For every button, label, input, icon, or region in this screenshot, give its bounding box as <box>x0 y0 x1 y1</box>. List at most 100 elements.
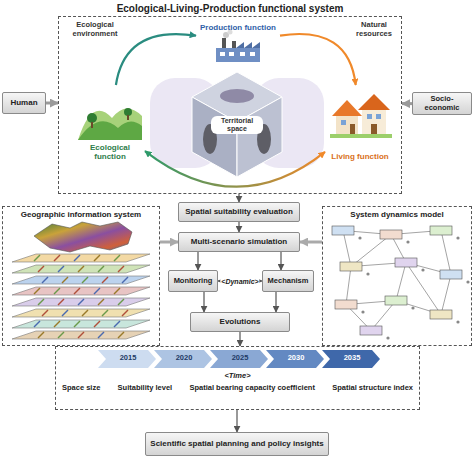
map-layer <box>12 265 150 273</box>
map-layer-stripe <box>54 255 60 261</box>
map-layer-stripe <box>74 321 80 327</box>
map-layer-stripe <box>34 288 40 294</box>
connector-arrow <box>116 34 196 85</box>
input-box: Socio-economic <box>412 92 472 115</box>
sd-stock <box>332 226 354 235</box>
map-layer-stripe <box>38 266 44 272</box>
function-icon: Production function <box>196 20 280 64</box>
map-layer-stripe <box>114 288 120 294</box>
map-layer-stripe <box>118 332 124 338</box>
process-box: Evolutions <box>190 312 290 332</box>
connector-arrow <box>145 151 325 187</box>
map-layer <box>12 298 150 306</box>
node-label: Territorial space <box>211 116 263 134</box>
timeline-chevron <box>154 350 212 368</box>
map-layer-stripe <box>118 266 124 272</box>
connector-arrow <box>280 34 356 85</box>
time-axis-label: <Time> <box>224 372 250 381</box>
function-icon: Living function <box>325 85 395 163</box>
sd-variable <box>466 280 469 283</box>
map-layer-stripe <box>78 332 84 338</box>
year-label: 2030 <box>274 354 318 363</box>
sd-link <box>441 275 451 315</box>
sd-variable <box>366 272 369 275</box>
connector-arrow <box>46 102 58 105</box>
metric-row: Space sizeSuitability levelSpatial beari… <box>62 384 413 393</box>
sd-stock <box>380 230 402 239</box>
map-layer-stripe <box>58 299 64 305</box>
node-label: Human <box>10 98 37 107</box>
map-layer-stripe <box>114 255 120 261</box>
hills-icon <box>78 108 142 140</box>
connector-arrow <box>275 292 276 312</box>
map-layer-stripe <box>94 321 100 327</box>
sd-variable <box>358 236 361 239</box>
map-layer-stripe <box>38 299 44 305</box>
node-label: Mechanism <box>268 277 309 286</box>
sd-variable <box>406 240 409 243</box>
timeline-chevron <box>266 350 324 368</box>
map-layer-stripe <box>58 332 64 338</box>
node-label: Spatial suitability evaluation <box>185 207 293 216</box>
map-layer-stripe <box>114 321 120 327</box>
timeline-chevron <box>98 350 156 368</box>
map-layer-stripe <box>118 299 124 305</box>
map-layer-stripe <box>102 277 108 283</box>
map-layer-stripe <box>82 277 88 283</box>
process-box: Spatial suitability evaluation <box>178 202 300 222</box>
map-layer <box>12 331 150 339</box>
factory-icon <box>216 30 260 63</box>
sd-stock <box>440 270 462 279</box>
map-layer-stripe <box>94 255 100 261</box>
connector-arrow <box>239 332 240 346</box>
node-label: Ecological-Living-Production functional … <box>59 3 401 15</box>
sd-link <box>346 267 351 305</box>
sd-link <box>396 263 406 301</box>
system-frame: Ecological-Living-Production functional … <box>58 16 402 194</box>
sd-stock <box>430 226 452 235</box>
map-layer-stripe <box>82 310 88 316</box>
node-label: Ecological function <box>77 143 143 161</box>
map-layer <box>12 276 150 284</box>
map-layer-stripe <box>34 321 40 327</box>
houses-icon <box>330 94 392 138</box>
year-label: 2035 <box>330 354 374 363</box>
map-layer <box>12 287 150 295</box>
connector-arrow <box>197 252 198 270</box>
timeline-chevrons <box>98 350 380 368</box>
process-box: Monitoring <box>168 270 218 292</box>
indicator-label: Space size <box>62 384 100 393</box>
flow-label: Natural resources <box>348 21 400 38</box>
process-box: Mechanism <box>262 270 314 292</box>
connector-arrow <box>160 241 178 244</box>
year-label: 2025 <box>218 354 262 363</box>
sd-stock <box>395 258 417 267</box>
sd-link <box>406 263 441 315</box>
map-layer-stripe <box>54 321 60 327</box>
indicator-label: Spatial structure index <box>332 384 413 393</box>
input-box: Human <box>2 92 46 114</box>
node-label: Evolutions <box>220 317 261 326</box>
map-layer-stripe <box>98 332 104 338</box>
sd-stock <box>340 262 362 271</box>
map-layers <box>12 254 150 339</box>
sd-stock <box>360 326 382 335</box>
year-label: 2015 <box>106 354 150 363</box>
map-layer-stripe <box>98 266 104 272</box>
node-label: Scientific spatial planning and policy i… <box>150 439 323 448</box>
tool-panel: Geographic information system <box>2 206 160 346</box>
sd-variable <box>411 306 414 309</box>
map-layer-stripe <box>102 310 108 316</box>
map-layer-stripe <box>94 288 100 294</box>
system-dynamics-illustration <box>332 226 470 340</box>
node-label: System dynamics model <box>348 210 445 219</box>
map-layer <box>12 254 150 262</box>
tool-panel: System dynamics model <box>322 206 472 346</box>
connector-arrow <box>238 222 239 232</box>
timeline-chevron <box>210 350 268 368</box>
flow-label: Ecological environment <box>64 21 126 38</box>
map-layer-stripe <box>122 277 128 283</box>
connector-arrow <box>280 252 281 270</box>
node-label: Socio-economic <box>416 95 468 112</box>
node-label: Geographic information system <box>19 210 143 219</box>
